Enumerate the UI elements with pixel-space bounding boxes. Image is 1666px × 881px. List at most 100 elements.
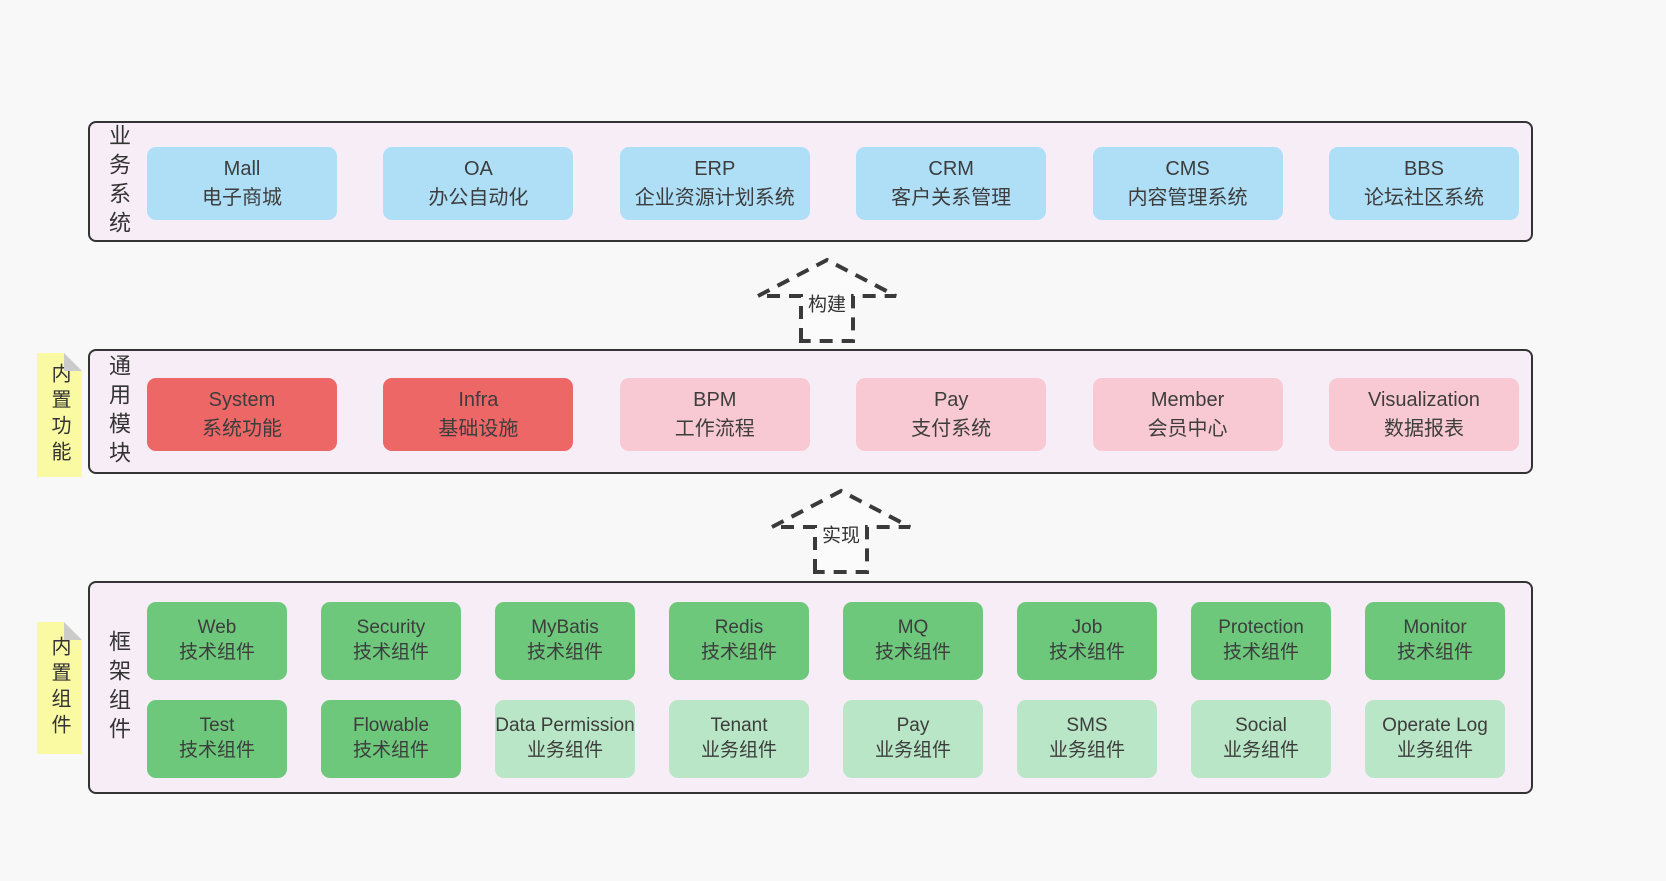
box-subtitle: 业务组件: [526, 740, 603, 761]
panel-label-business: 业务系统: [106, 123, 131, 240]
box-subtitle: 技术组件: [178, 740, 255, 761]
box-visualization: Visualization 数据报表: [1328, 378, 1519, 451]
box-subtitle: 技术组件: [1048, 642, 1125, 663]
box-data-permission: Data Permission 业务组件: [495, 700, 635, 778]
box-name: Social: [1235, 715, 1287, 737]
box-name: ERP: [694, 158, 736, 181]
common-modules-panel: 通用模块 System 系统功能 Infra 基础设施 BPM 工作流程 Pay…: [88, 349, 1533, 474]
box-social: Social 业务组件: [1191, 700, 1331, 778]
box-name: CMS: [1165, 158, 1210, 181]
modules-box-row: System 系统功能 Infra 基础设施 BPM 工作流程 Pay 支付系统…: [147, 378, 1519, 451]
box-oa: OA 办公自动化: [383, 147, 574, 220]
box-member: Member 会员中心: [1092, 378, 1283, 451]
box-name: Pay: [896, 715, 930, 737]
box-pay-business: Pay 业务组件: [843, 700, 983, 778]
box-name: Visualization: [1367, 389, 1480, 412]
box-name: Tenant: [710, 715, 768, 737]
box-test: Test 技术组件: [147, 700, 287, 778]
box-protection: Protection 技术组件: [1191, 602, 1331, 680]
box-subtitle: 客户关系管理: [891, 186, 1012, 209]
box-pay: Pay 支付系统: [856, 378, 1047, 451]
box-name: Pay: [933, 389, 969, 412]
sticky-label: 内置组件: [48, 636, 70, 740]
box-subtitle: 内容管理系统: [1127, 186, 1248, 209]
box-mybatis: MyBatis 技术组件: [495, 602, 635, 680]
components-box-row-2: Test 技术组件 Flowable 技术组件 Data Permission …: [147, 700, 1505, 778]
sticky-note-builtin-features: 内置功能: [37, 353, 82, 477]
box-tenant: Tenant 业务组件: [669, 700, 809, 778]
build-up-arrow-icon: 构建: [752, 256, 902, 344]
implement-arrow-label: 实现: [818, 520, 864, 548]
box-name: Flowable: [352, 715, 430, 737]
box-name: Operate Log: [1382, 715, 1488, 737]
box-subtitle: 支付系统: [911, 417, 992, 440]
box-subtitle: 工作流程: [674, 417, 755, 440]
box-name: Monitor: [1403, 617, 1467, 639]
box-subtitle: 技术组件: [352, 740, 429, 761]
box-subtitle: 业务组件: [1396, 740, 1473, 761]
box-subtitle: 技术组件: [1222, 642, 1299, 663]
box-name: Infra: [458, 389, 499, 412]
components-box-row-1: Web 技术组件 Security 技术组件 MyBatis 技术组件 Redi…: [147, 602, 1505, 680]
box-name: MyBatis: [531, 617, 599, 639]
box-name: Data Permission: [495, 715, 635, 737]
box-mall: Mall 电子商城: [147, 147, 337, 220]
box-subtitle: 业务组件: [1048, 740, 1125, 761]
box-subtitle: 办公自动化: [428, 186, 529, 209]
box-subtitle: 论坛社区系统: [1363, 186, 1484, 209]
framework-components-panel: 框架组件 Web 技术组件 Security 技术组件 MyBatis 技术组件…: [88, 581, 1533, 794]
box-infra: Infra 基础设施: [383, 378, 574, 451]
box-subtitle: 业务组件: [700, 740, 777, 761]
box-subtitle: 技术组件: [178, 642, 255, 663]
box-subtitle: 技术组件: [700, 642, 777, 663]
panel-label-components: 框架组件: [106, 629, 131, 746]
box-web: Web 技术组件: [147, 602, 287, 680]
box-name: Mall: [223, 158, 261, 181]
panel-label-modules: 通用模块: [106, 353, 131, 470]
box-mq: MQ 技术组件: [843, 602, 983, 680]
build-arrow-label: 构建: [804, 289, 850, 317]
box-name: Job: [1071, 617, 1103, 639]
box-subtitle: 业务组件: [874, 740, 951, 761]
business-systems-panel: 业务系统 Mall 电子商城 OA 办公自动化 ERP 企业资源计划系统 CRM…: [88, 121, 1533, 242]
box-name: Protection: [1218, 617, 1304, 639]
box-name: Test: [199, 715, 235, 737]
box-subtitle: 数据报表: [1383, 417, 1464, 440]
box-subtitle: 业务组件: [1222, 740, 1299, 761]
box-sms: SMS 业务组件: [1017, 700, 1157, 778]
box-operate-log: Operate Log 业务组件: [1365, 700, 1505, 778]
box-name: System: [208, 389, 276, 412]
box-security: Security 技术组件: [321, 602, 461, 680]
box-erp: ERP 企业资源计划系统: [619, 147, 810, 220]
box-flowable: Flowable 技术组件: [321, 700, 461, 778]
box-name: CRM: [928, 158, 974, 181]
box-bbs: BBS 论坛社区系统: [1328, 147, 1519, 220]
box-name: BPM: [693, 389, 737, 412]
box-name: MQ: [897, 617, 929, 639]
box-bpm: BPM 工作流程: [619, 378, 810, 451]
box-subtitle: 系统功能: [202, 417, 282, 440]
box-system: System 系统功能: [147, 378, 337, 451]
box-redis: Redis 技术组件: [669, 602, 809, 680]
box-name: Redis: [714, 617, 764, 639]
box-name: BBS: [1403, 158, 1444, 181]
box-subtitle: 基础设施: [438, 417, 519, 440]
implement-up-arrow-icon: 实现: [766, 487, 916, 575]
sticky-note-builtin-components: 内置组件: [37, 622, 82, 754]
box-subtitle: 会员中心: [1147, 417, 1228, 440]
box-job: Job 技术组件: [1017, 602, 1157, 680]
box-monitor: Monitor 技术组件: [1365, 602, 1505, 680]
box-name: SMS: [1066, 715, 1108, 737]
box-subtitle: 技术组件: [526, 642, 603, 663]
box-name: Member: [1150, 389, 1225, 412]
box-subtitle: 技术组件: [1396, 642, 1473, 663]
box-subtitle: 技术组件: [874, 642, 951, 663]
sticky-label: 内置功能: [48, 363, 70, 467]
box-cms: CMS 内容管理系统: [1092, 147, 1283, 220]
box-crm: CRM 客户关系管理: [856, 147, 1047, 220]
box-name: Security: [356, 617, 426, 639]
business-box-row: Mall 电子商城 OA 办公自动化 ERP 企业资源计划系统 CRM 客户关系…: [147, 147, 1519, 220]
box-subtitle: 企业资源计划系统: [634, 186, 795, 209]
box-subtitle: 电子商城: [202, 186, 282, 209]
